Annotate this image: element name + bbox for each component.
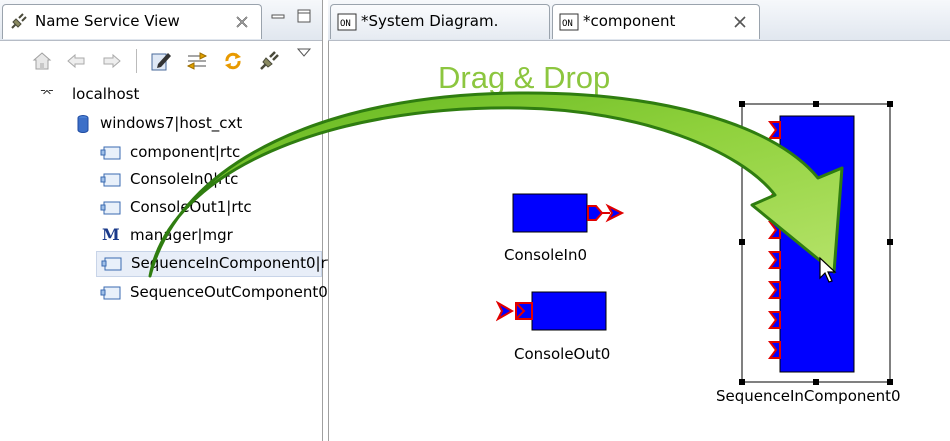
rtc-icon	[100, 286, 121, 300]
tree-item-component[interactable]: component|rtc	[100, 141, 320, 165]
consolein-component[interactable]	[512, 193, 626, 233]
close-icon[interactable]	[235, 15, 249, 29]
database-icon	[77, 115, 89, 133]
rtc-icon	[101, 257, 122, 271]
outport-icon	[587, 205, 604, 221]
refresh-icon[interactable]	[222, 50, 244, 72]
close-icon[interactable]	[733, 15, 747, 29]
tree-label: SequenceInComponent0|rtc	[131, 254, 341, 272]
editor-tab-bar: ON *System Diagram. ON *component	[328, 0, 950, 41]
rtc-icon	[100, 146, 121, 160]
tab-component[interactable]: ON *component	[552, 4, 760, 39]
edit-icon[interactable]	[150, 50, 172, 72]
view-menu-icon[interactable]	[296, 47, 312, 59]
filter-icon[interactable]	[186, 50, 208, 72]
tree-item-sequenceout[interactable]: SequenceOutComponent0|rtc	[100, 281, 353, 305]
tab-label: Name Service View	[35, 12, 180, 30]
selection-handles	[739, 101, 893, 385]
tree-label: localhost	[72, 85, 140, 103]
forward-icon[interactable]	[102, 53, 122, 69]
home-icon[interactable]	[32, 51, 52, 71]
sequencein-label: SequenceInComponent0	[716, 387, 901, 405]
rtc-icon	[100, 173, 121, 187]
minimize-icon[interactable]	[270, 8, 286, 24]
tree-item-manager[interactable]: M manager|mgr	[100, 224, 320, 248]
tree-label: component|rtc	[130, 143, 241, 161]
tree-label: manager|mgr	[130, 226, 233, 244]
plug-icon	[11, 13, 27, 29]
maximize-icon[interactable]	[296, 8, 312, 24]
tree-toggle-icon[interactable]: ⌤	[40, 86, 54, 100]
connect-icon[interactable]	[258, 50, 280, 72]
svg-text:ON: ON	[562, 19, 573, 29]
rtc-icon	[100, 201, 121, 215]
back-icon[interactable]	[66, 53, 86, 69]
view-toolbar	[0, 41, 322, 81]
diagram-icon: ON	[337, 13, 357, 31]
tree-item-localhost[interactable]: ⌤ localhost	[40, 83, 320, 107]
mouse-pointer-icon	[819, 256, 837, 283]
tab-label: *component	[583, 12, 676, 30]
drag-drop-annotation: Drag & Drop	[438, 60, 611, 95]
tree-label: ConsoleOut1|rtc	[130, 198, 252, 216]
consolein-label: ConsoleIn0	[504, 246, 588, 264]
tab-system-diagram[interactable]: ON *System Diagram.	[330, 4, 550, 39]
inport-icon	[496, 300, 515, 322]
tree-label: windows7|host_cxt	[100, 114, 243, 132]
consoleout-component[interactable]	[496, 291, 608, 333]
tab-name-service-view[interactable]: Name Service View	[2, 4, 262, 39]
manager-icon: M	[102, 225, 120, 244]
diagram-icon: ON	[559, 13, 579, 31]
tree-item-host[interactable]: windows7|host_cxt	[76, 112, 320, 136]
tree-item-consoleout[interactable]: ConsoleOut1|rtc	[100, 196, 320, 220]
consoleout-label: ConsoleOut0	[514, 345, 611, 363]
tree-label: SequenceOutComponent0|rtc	[130, 283, 354, 301]
svg-text:ON: ON	[340, 19, 351, 29]
tab-label: *System Diagram.	[361, 12, 499, 30]
toolbar-separator	[136, 49, 137, 73]
tree-item-sequencein[interactable]: SequenceInComponent0|rtc	[96, 251, 341, 277]
